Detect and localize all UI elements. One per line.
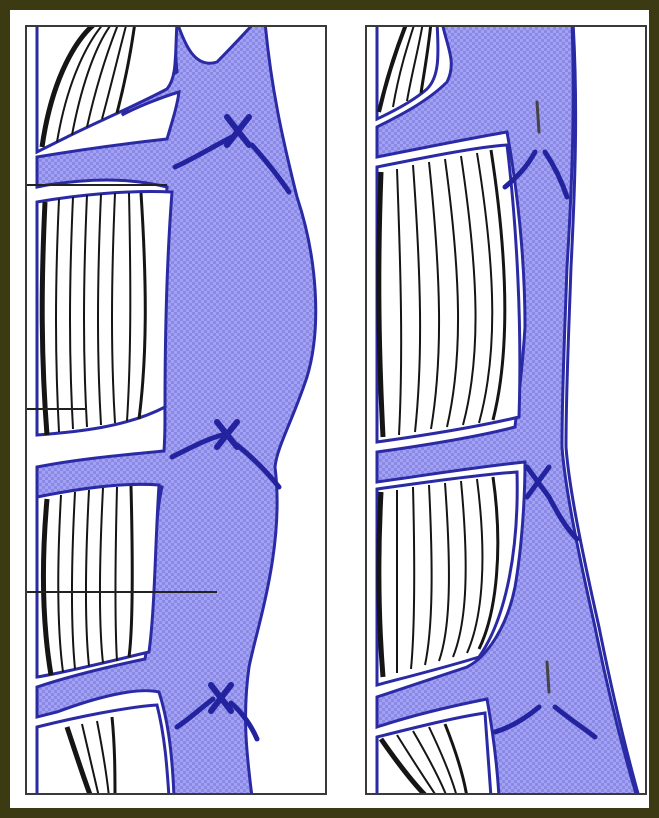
left-panel-diagram [27,27,327,795]
right-panel-diagram [367,27,647,795]
right-panel [365,25,647,795]
muscle-cell-window-lower [37,484,159,677]
left-panel [25,25,327,795]
